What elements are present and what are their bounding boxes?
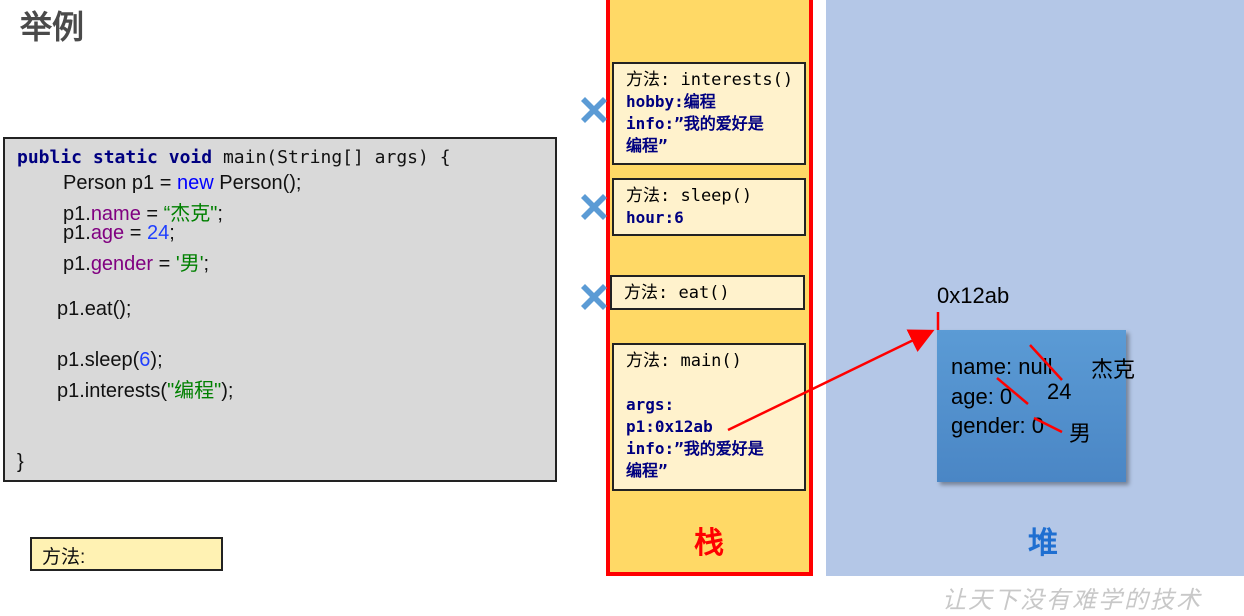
- code-text: ;: [203, 253, 210, 275]
- code-text: p1.sleep(: [57, 349, 140, 371]
- code-keyword: static: [92, 147, 158, 168]
- frame-title: 方法: interests(): [626, 70, 794, 90]
- stack-frame-main: 方法: main() args: p1:0x12ab info:”我的爱好是 编…: [612, 343, 806, 491]
- code-line-main: public static void main(String[] args) {: [17, 147, 451, 168]
- code-field: age: [90, 222, 125, 244]
- code-line-gender: p1.gender = '男';: [63, 247, 209, 276]
- heap-object: [937, 330, 1126, 482]
- method-label-box: 方法:: [30, 537, 223, 571]
- frame-variable: hobby:编程: [626, 92, 716, 111]
- code-keyword: new: [176, 172, 214, 194]
- code-text: main(String[] args) {: [222, 147, 451, 168]
- stack-frame-sleep: 方法: sleep() hour:6: [612, 178, 806, 236]
- frame-variable: p1:0x12ab: [626, 417, 713, 436]
- close-icon: [581, 284, 607, 310]
- code-box: public static void main(String[] args) {…: [3, 137, 557, 482]
- object-field-age: age: 0: [951, 384, 1013, 409]
- slide-title: 举例: [20, 8, 85, 46]
- code-text: p1.interests(: [57, 380, 168, 402]
- code-text: Person p1 =: [63, 172, 177, 194]
- code-text: p1.: [63, 222, 91, 244]
- code-keyword: void: [168, 147, 213, 168]
- code-number: 24: [146, 222, 170, 244]
- object-field-name-value: 杰克: [1091, 357, 1136, 382]
- code-text: =: [153, 253, 176, 275]
- object-field-gender-value: 男: [1069, 421, 1092, 446]
- stack-label: 栈: [694, 526, 724, 561]
- frame-variable: 编程”: [626, 136, 668, 155]
- code-line-eat: p1.eat();: [57, 298, 132, 320]
- stack-frame-interests: 方法: interests() hobby:编程 info:”我的爱好是 编程”: [612, 62, 806, 165]
- code-line-close-brace: }: [17, 451, 24, 473]
- heap-label: 堆: [1028, 526, 1058, 561]
- frame-variable: args:: [626, 395, 675, 414]
- heap-address: 0x12ab: [937, 283, 1010, 308]
- stack-frame-eat: 方法: eat(): [610, 275, 805, 310]
- code-field: name: [90, 203, 141, 225]
- code-line-name: p1.name = “杰克";: [63, 197, 223, 226]
- code-text: ;: [217, 203, 223, 225]
- code-line-sleep: p1.sleep(6);: [57, 349, 163, 372]
- code-text: =: [140, 203, 164, 225]
- close-icon: [581, 194, 607, 220]
- code-text: =: [124, 222, 147, 244]
- watermark: 让天下没有难学的技术: [942, 586, 1202, 614]
- frame-title: 方法: main(): [626, 351, 742, 371]
- object-field-age-value: 24: [1047, 379, 1072, 404]
- object-field-gender: gender: 0: [951, 413, 1044, 438]
- frame-title: 方法: sleep(): [626, 186, 753, 206]
- code-string: '男': [175, 253, 204, 275]
- code-line-new-person: Person p1 = new Person();: [63, 172, 301, 195]
- code-keyword: public: [17, 147, 83, 168]
- code-number: 6: [139, 349, 151, 371]
- code-text: p1.: [63, 203, 91, 225]
- code-line-age: p1.age = 24;: [63, 222, 175, 245]
- code-line-interests: p1.interests("编程");: [57, 374, 233, 403]
- close-icon: [581, 97, 607, 123]
- frame-variable: info:”我的爱好是: [626, 439, 764, 458]
- frame-variable: info:”我的爱好是: [626, 114, 764, 133]
- code-text: );: [221, 380, 234, 402]
- frame-variable: 编程”: [626, 461, 668, 480]
- code-string: “杰克": [163, 203, 218, 225]
- code-field: gender: [90, 253, 154, 275]
- code-text: );: [150, 349, 163, 371]
- code-text: ;: [169, 222, 175, 244]
- code-text: Person();: [213, 172, 302, 194]
- code-text: p1.: [63, 253, 91, 275]
- object-field-name: name: null: [951, 354, 1053, 379]
- frame-variable: hour:6: [626, 208, 684, 227]
- code-string: "编程": [167, 380, 222, 402]
- frame-title: 方法: eat(): [624, 283, 730, 303]
